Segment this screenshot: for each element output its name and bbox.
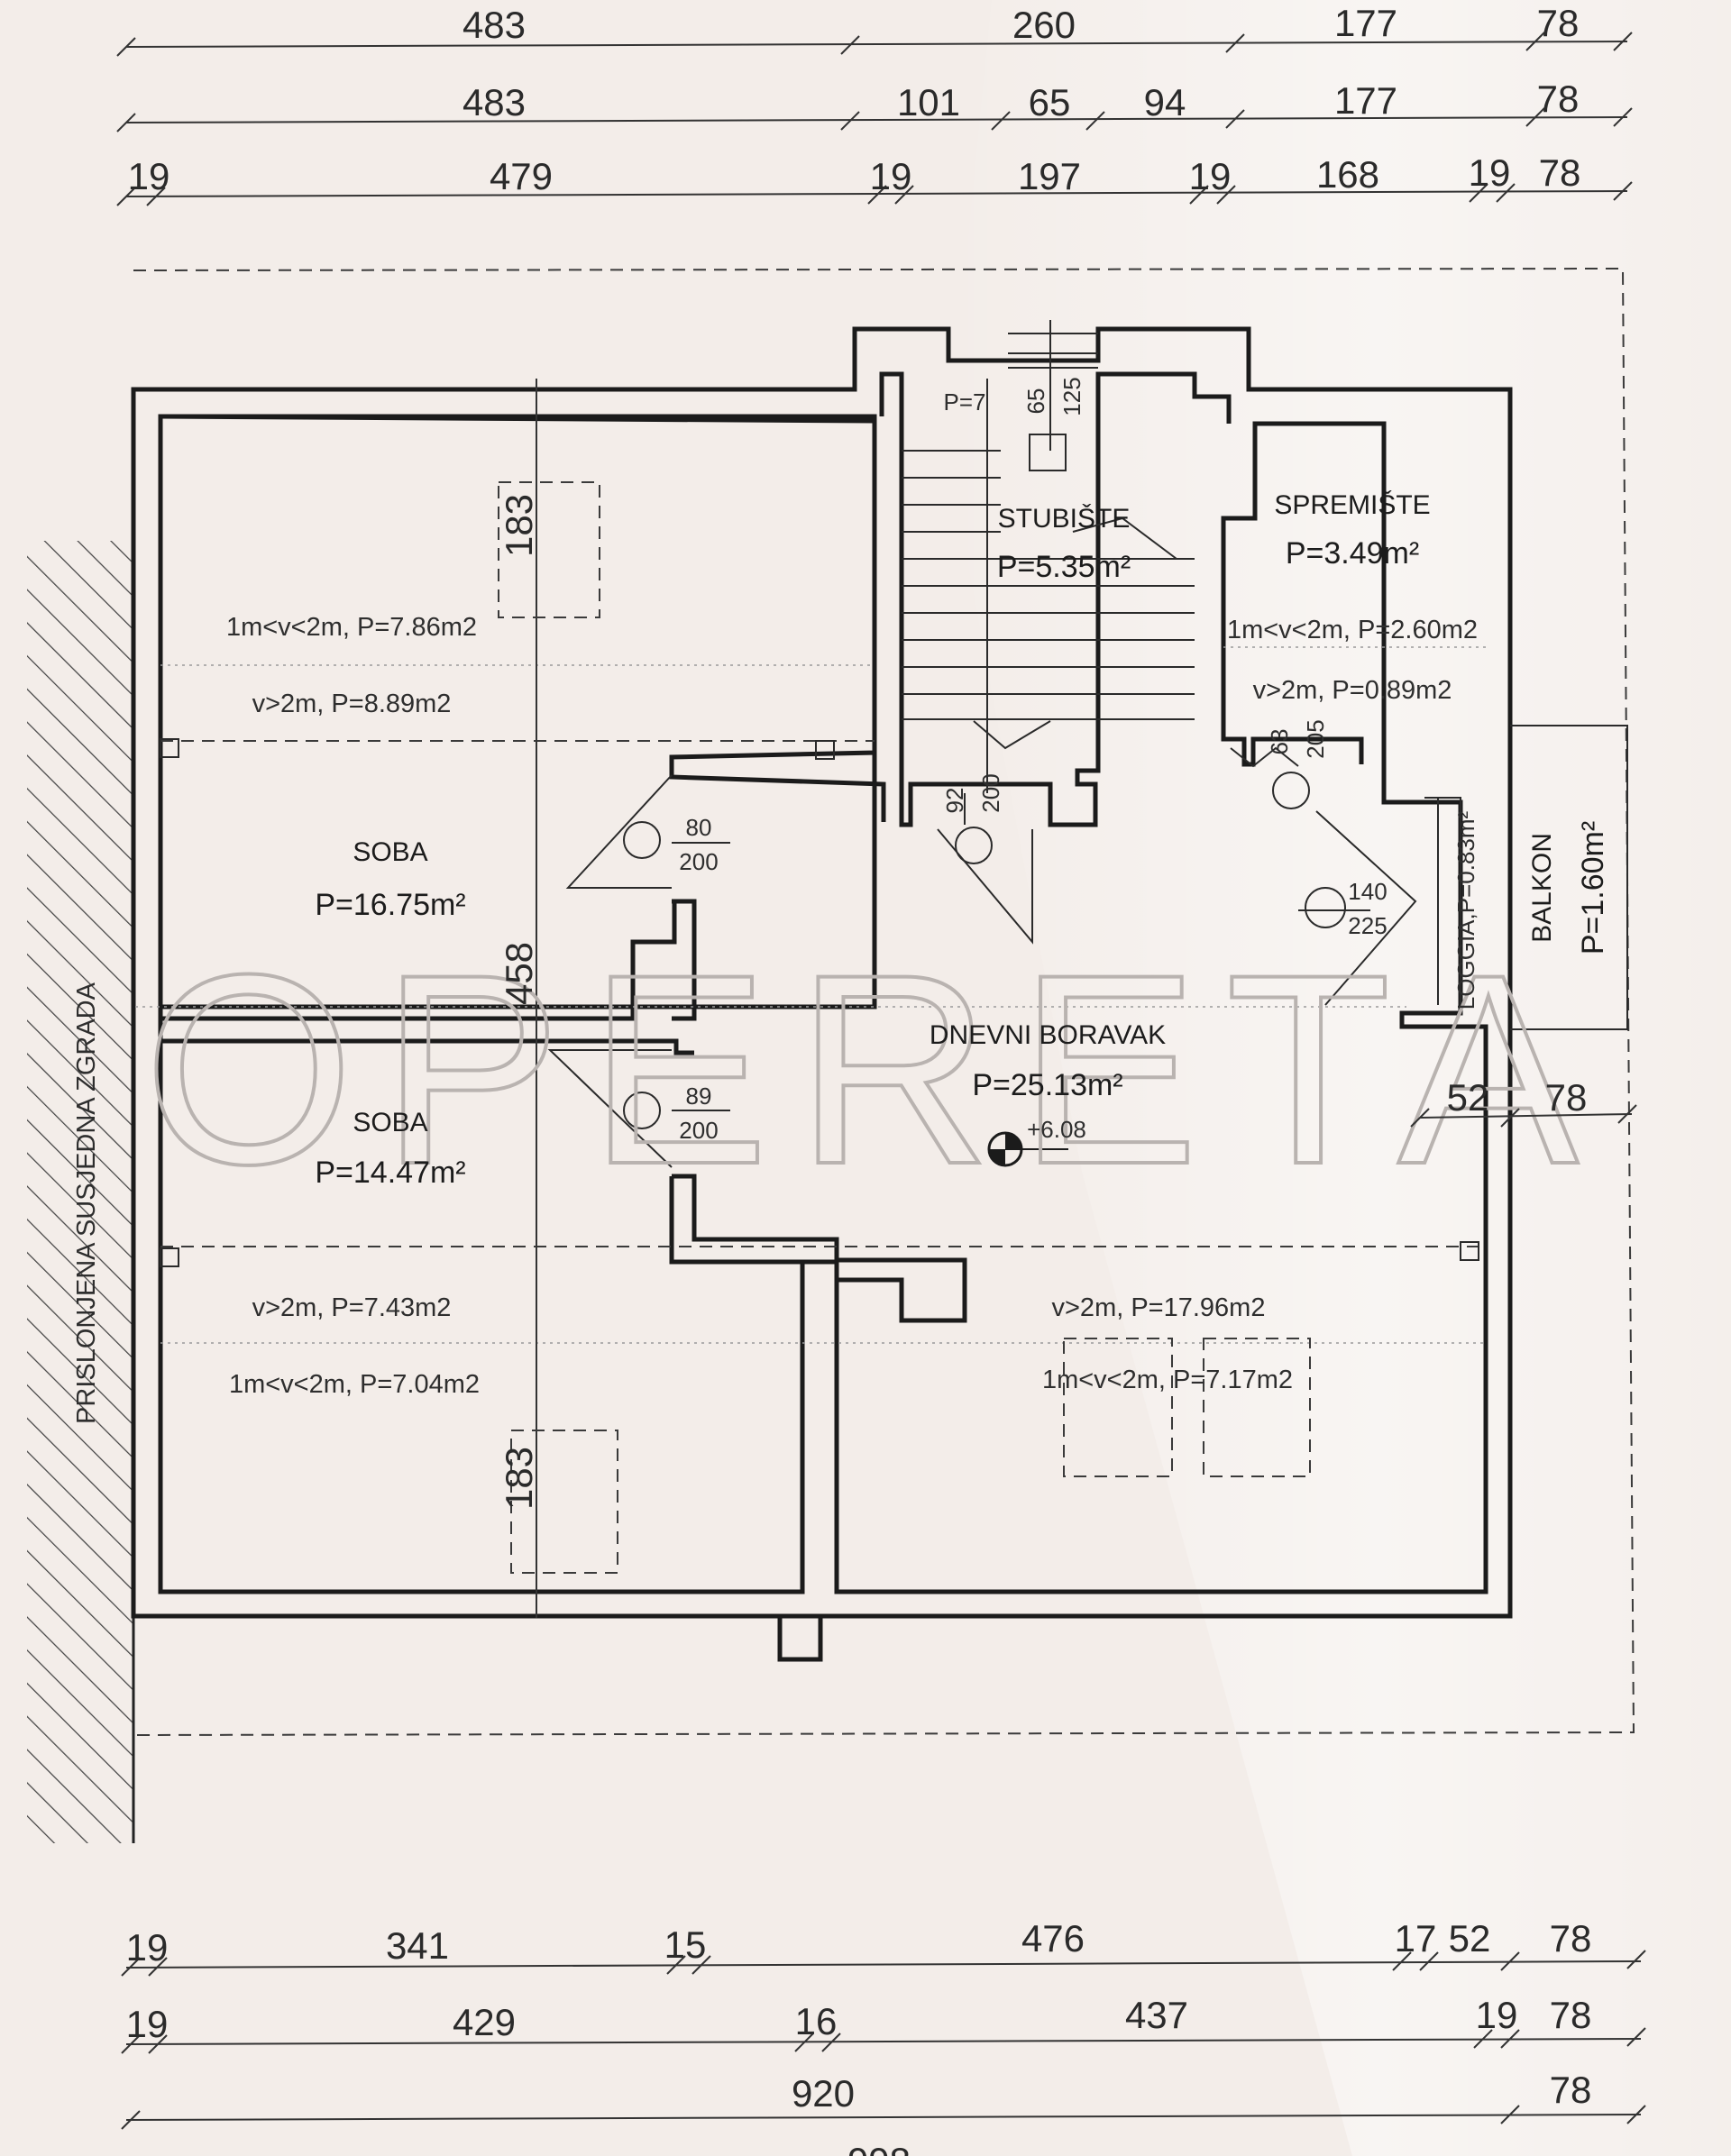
level-marker [987,1131,1068,1167]
stubiste-w1: 65 [1022,388,1049,415]
dim-bot-2: 341 [386,1924,449,1967]
dim-right-1: 52 [1447,1076,1489,1119]
dim-top-r3-3: 19 [870,155,912,197]
soba1-area: P=16.75m² [315,888,465,922]
door5-width: 140 [1348,878,1387,905]
dim-top-r2-4: 94 [1144,81,1186,123]
spremiste-high: v>2m, P=0.89m2 [1253,676,1452,705]
dim-vert-3: 183 [498,1447,540,1510]
spremiste-low: 1m<v<2m, P=2.60m2 [1227,616,1478,644]
room-loggia: LOGGIA,P=0.83m² [1452,810,1479,1009]
dim-bot-cut: 998 [847,2140,911,2156]
soba2-low: 1m<v<2m, P=7.04m2 [229,1370,480,1399]
dim-right-2: 78 [1545,1076,1588,1119]
dim-bot-r2-1: 19 [126,2003,169,2045]
dim-bot-r2-4: 437 [1125,1994,1188,2036]
dim-bot-r2-5: 19 [1476,1994,1518,2036]
dim-top-r2-1: 483 [463,81,526,123]
dim-top-r2-6: 78 [1537,78,1580,120]
soba2-area: P=14.47m² [315,1156,465,1190]
dim-vert-2: 458 [498,942,540,1005]
dim-top-r3-2: 479 [490,155,553,197]
balkon-area: P=1.60m² [1576,821,1610,955]
dim-top-r3-6: 168 [1316,153,1379,196]
door-sizes: 80 200 89 200 92 200 63 205 140 225 [679,719,1387,1144]
stubiste-w2: 125 [1058,377,1085,416]
spremiste-area: P=3.49m² [1286,536,1419,571]
dim-top-r3-5: 19 [1189,155,1232,197]
dim-bot-r3-2: 78 [1550,2069,1592,2111]
dim-top-r2-2: 101 [897,81,960,123]
dim-top-3: 177 [1334,2,1397,44]
dim-top-r3-4: 197 [1018,155,1081,197]
dim-top-r2-3: 65 [1029,81,1071,123]
dim-bot-6: 52 [1449,1917,1491,1960]
vertical-dimensions: 183 458 183 [498,494,540,1510]
dim-top-1: 483 [463,4,526,46]
dim-bot-5: 17 [1395,1917,1437,1960]
soba1-low: 1m<v<2m, P=7.86m2 [226,613,477,642]
room-stubiste: P=7 65 125 STUBIŠTE P=5.35m² [944,377,1131,584]
soba2-name: SOBA [353,1108,427,1137]
dim-top-2: 260 [1012,4,1076,46]
door4-height: 205 [1302,719,1329,758]
dim-bot-r3-1: 920 [792,2072,855,2115]
dim-bot-3: 15 [664,1923,707,1966]
watermark: OPERETA [143,918,1605,1220]
loggia-label: LOGGIA,P=0.83m² [1452,810,1479,1009]
door2-width: 89 [686,1083,712,1110]
dim-bot-r2-2: 429 [453,2001,516,2043]
dim-bot-r2-6: 78 [1550,1994,1592,2036]
dim-bot-1: 19 [126,1926,169,1969]
room-soba-2: SOBA P=14.47m² v>2m, P=7.43m2 1m<v<2m, P… [229,1108,480,1399]
door3-width: 92 [941,788,968,814]
soba2-high: v>2m, P=7.43m2 [252,1293,452,1322]
room-dnevni-boravak: DNEVNI BORAVAK P=25.13m² +6.08 v>2m, P=1… [930,1020,1293,1394]
room-balkon: BALKON P=1.60m² [1527,821,1610,955]
dim-top-4: 78 [1537,2,1580,44]
dim-vert-1: 183 [498,494,540,557]
bottom-dimensions: 19 341 15 476 17 52 78 19 429 16 437 19 … [121,1917,1646,2156]
door1-height: 200 [679,848,718,875]
neighbor-building: PRISLONJENA SUSJEDNA ZGRADA [27,541,135,1843]
soba1-high: v>2m, P=8.89m2 [252,690,452,718]
room-soba-1: 1m<v<2m, P=7.86m2 v>2m, P=8.89m2 SOBA P=… [226,613,477,922]
dnevni-area: P=25.13m² [972,1068,1122,1102]
door4-width: 63 [1266,729,1293,755]
dim-top-r3-1: 19 [128,155,170,197]
stubiste-name: STUBIŠTE [998,503,1131,534]
dim-bot-7: 78 [1550,1917,1592,1960]
dim-top-r2-5: 177 [1334,79,1397,122]
right-mid-dimensions: 52 78 [1410,1076,1637,1128]
door3-height: 200 [977,773,1004,812]
door5-height: 225 [1348,912,1387,939]
interior-details [135,320,1486,1618]
dnevni-high: v>2m, P=17.96m2 [1052,1293,1266,1322]
stubiste-area: P=5.35m² [997,550,1131,584]
top-dimensions: 483 260 177 78 483 101 65 94 177 78 19 4… [116,2,1633,206]
stubiste-steps: P=7 [944,388,986,416]
dim-top-r3-7: 19 [1469,151,1511,194]
dim-bot-r2-3: 16 [795,2000,838,2042]
dim-bot-4: 476 [1021,1917,1085,1960]
door2-height: 200 [679,1117,718,1144]
dnevni-level: +6.08 [1027,1116,1086,1143]
room-spremiste: SPREMIŠTE P=3.49m² 1m<v<2m, P=2.60m2 v>2… [1227,489,1478,705]
neighbor-label: PRISLONJENA SUSJEDNA ZGRADA [72,982,101,1424]
dnevni-name: DNEVNI BORAVAK [930,1020,1166,1050]
balkon-name: BALKON [1527,833,1557,943]
spremiste-name: SPREMIŠTE [1274,489,1430,520]
dim-top-r3-8: 78 [1539,151,1581,194]
door1-width: 80 [686,814,712,841]
dnevni-low: 1m<v<2m, P=7.17m2 [1042,1366,1293,1394]
soba1-name: SOBA [353,837,427,867]
